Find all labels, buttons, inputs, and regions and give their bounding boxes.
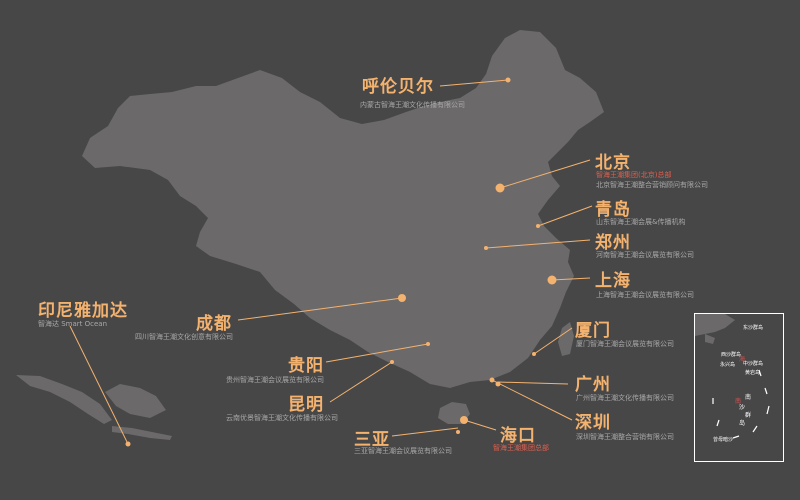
label-sanya: 三亚 bbox=[354, 430, 390, 450]
label-qingdao: 青岛 bbox=[595, 200, 631, 220]
dot-sanya bbox=[456, 430, 460, 434]
company-chengdu: 四川智海王潮文化创意有限公司 bbox=[135, 333, 233, 341]
inset-label-yongxing: 永兴岛 bbox=[720, 362, 736, 368]
dot-jakarta bbox=[125, 441, 131, 447]
leader-lines bbox=[69, 79, 593, 445]
hq-note-haikou: 智海王潮集团总部 bbox=[493, 444, 549, 452]
inset-label-nansha-2: 沙 bbox=[739, 404, 746, 411]
dot-chengdu bbox=[398, 294, 406, 302]
company-zhengzhou: 河南智海王潮会议展览有限公司 bbox=[596, 251, 694, 259]
company-qingdao: 山东智海王潮会展&传播机构 bbox=[596, 218, 686, 226]
company-shenzhen: 深圳智海王潮整合营销有限公司 bbox=[576, 433, 674, 441]
label-xiamen: 厦门 bbox=[575, 321, 611, 341]
dot-haikou bbox=[460, 416, 468, 424]
china-landmass bbox=[82, 30, 604, 388]
company-kunming: 云南优景智海王潮文化传播有限公司 bbox=[226, 414, 338, 422]
label-jakarta: 印尼雅加达 bbox=[38, 301, 128, 321]
inset-hainan bbox=[705, 334, 715, 344]
label-haikou: 海口 bbox=[500, 426, 536, 446]
label-chengdu: 成都 bbox=[196, 314, 232, 334]
label-kunming: 昆明 bbox=[288, 395, 324, 415]
inset-label-zhongsha: 中沙群岛 bbox=[743, 361, 764, 367]
dot-xiamen bbox=[532, 352, 536, 356]
dot-kunming bbox=[390, 360, 394, 364]
inset-label-huangyan: 黄岩岛 bbox=[745, 370, 761, 376]
indonesia-landmass bbox=[16, 375, 172, 440]
company-hulunbuir: 内蒙古智海王潮文化传播有限公司 bbox=[360, 101, 465, 109]
dot-qingdao bbox=[536, 224, 540, 228]
taiwan-island bbox=[558, 322, 574, 356]
dot-guiyang bbox=[426, 342, 430, 346]
inset-label-nan: 南 bbox=[735, 398, 742, 405]
dot-shenzhen bbox=[495, 381, 501, 387]
inset-label-nansha-3: 群 bbox=[745, 412, 752, 419]
inset-label-hai: 海 bbox=[739, 356, 746, 363]
inset-coast bbox=[695, 314, 735, 336]
label-shenzhen: 深圳 bbox=[575, 413, 611, 433]
label-shanghai: 上海 bbox=[595, 271, 631, 291]
label-hulunbuir: 呼伦贝尔 bbox=[362, 77, 434, 97]
dot-beijing bbox=[495, 183, 505, 193]
dot-guangzhou bbox=[489, 377, 495, 383]
company-beijing: 北京智海王潮整合营销顾问有限公司 bbox=[596, 181, 708, 189]
dot-shanghai bbox=[547, 275, 557, 285]
dot-zhengzhou bbox=[484, 246, 488, 250]
label-guiyang: 贵阳 bbox=[288, 356, 324, 376]
inset-map bbox=[695, 314, 770, 439]
company-xiamen: 厦门智海王潮会议展览有限公司 bbox=[576, 340, 674, 348]
company-guangzhou: 广州智海王潮文化传播有限公司 bbox=[576, 394, 674, 402]
inset-label-xisha: 西沙群岛 bbox=[721, 352, 742, 358]
south-china-sea-inset: 东沙群岛 西沙群岛 中沙群岛 永兴岛 黄岩岛 海 南 南 沙 群 岛 曾母暗沙 bbox=[694, 313, 784, 462]
dot-hulunbuir bbox=[505, 77, 511, 83]
company-jakarta: 智海达 Smart Ocean bbox=[38, 320, 108, 328]
inset-label-zengmu: 曾母暗沙 bbox=[713, 437, 734, 443]
company-shanghai: 上海智海王潮会议展览有限公司 bbox=[596, 291, 694, 299]
city-dots bbox=[125, 77, 557, 447]
company-sanya: 三亚智海王潮会议展览有限公司 bbox=[354, 447, 452, 455]
label-zhengzhou: 郑州 bbox=[595, 233, 631, 253]
label-beijing: 北京 bbox=[595, 153, 631, 173]
inset-label-dongsha: 东沙群岛 bbox=[743, 325, 764, 331]
inset-nine-dash-line bbox=[712, 369, 770, 439]
inset-label-nansha-4: 岛 bbox=[739, 420, 746, 427]
company-guiyang: 贵州智海王潮会议展览有限公司 bbox=[226, 376, 324, 384]
label-guangzhou: 广州 bbox=[575, 375, 611, 395]
inset-label-nansha-1: 南 bbox=[745, 394, 752, 401]
hq-note-beijing: 智海王潮集团(北京)总部 bbox=[596, 171, 672, 179]
